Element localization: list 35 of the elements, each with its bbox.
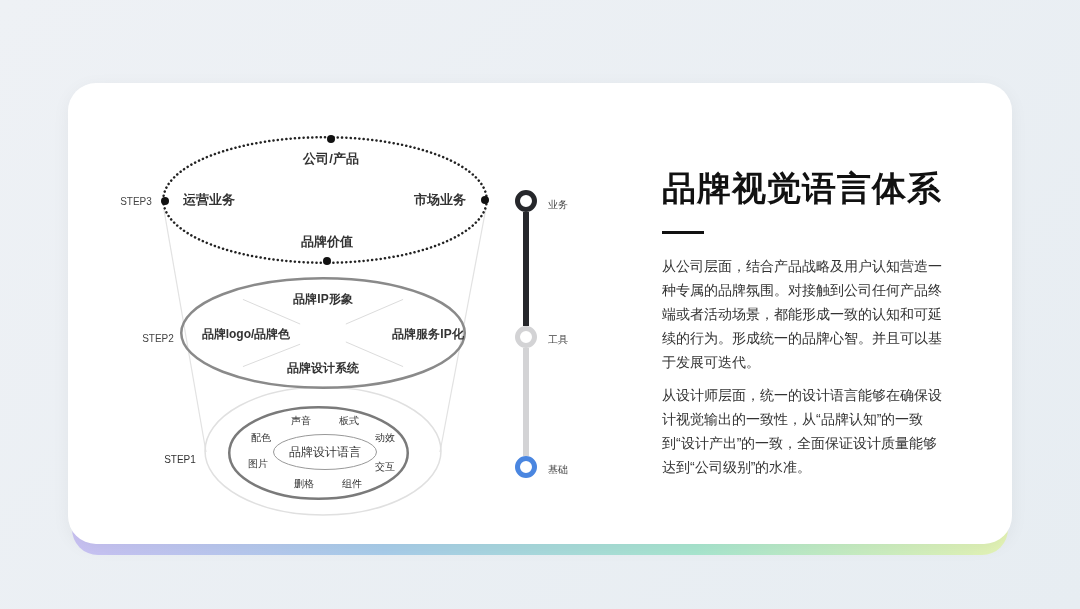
node-label: 品牌设计系统 xyxy=(287,359,359,377)
paragraph: 从设计师层面，统一的设计语言能够在确保设计视觉输出的一致性，从“品牌认知”的一致到“设计产出”的一致，全面保证设计质量能够达到“公司级别”的水准。 xyxy=(662,386,943,477)
node-label: 图片 xyxy=(248,457,268,471)
node-label: 组件 xyxy=(342,477,362,491)
step-label: 业务 xyxy=(548,198,568,212)
connector-line xyxy=(523,212,529,326)
node-label: 配色 xyxy=(251,431,271,445)
step-label: STEP3 xyxy=(120,195,152,207)
ring-marker xyxy=(515,326,537,348)
title: 品牌视觉语言体系 xyxy=(662,168,942,209)
node-label: 删格 xyxy=(294,477,314,491)
ellipse xyxy=(273,434,377,470)
step-label: STEP1 xyxy=(164,453,196,467)
node-label: 声音 xyxy=(291,414,311,428)
node-label: 品牌设计语言 xyxy=(289,443,361,461)
node-label: 市场业务 xyxy=(414,191,466,209)
node-label: 品牌价值 xyxy=(301,233,353,251)
node-label: 公司/产品 xyxy=(303,150,359,168)
node-label: 品牌服务IP化 xyxy=(392,325,464,343)
node-label: 运营业务 xyxy=(183,191,235,209)
dotted-ellipse xyxy=(162,136,488,264)
node-label: 品牌IP形象 xyxy=(293,290,353,308)
ring-marker xyxy=(515,456,537,478)
ellipse xyxy=(180,277,466,389)
node-label: 板式 xyxy=(339,414,359,428)
ring-marker xyxy=(515,190,537,212)
paragraph: 从公司层面，结合产品战略及用户认知营造一种专属的品牌氛围。对接触到公司任何产品终端或者活动场景，都能形成一致的认知和可延续的行为。形成统一的品牌心智。并且可以基于发展可迭代。 xyxy=(662,257,943,372)
node-label: 交互 xyxy=(375,460,395,474)
ellipse xyxy=(228,406,409,500)
step-label: 工具 xyxy=(548,333,568,347)
node-label: 动效 xyxy=(375,431,395,445)
step-label: 基础 xyxy=(548,463,568,477)
connector-line xyxy=(523,348,529,456)
node-label: 品牌logo/品牌色 xyxy=(201,325,291,343)
step-label: STEP2 xyxy=(142,332,174,344)
